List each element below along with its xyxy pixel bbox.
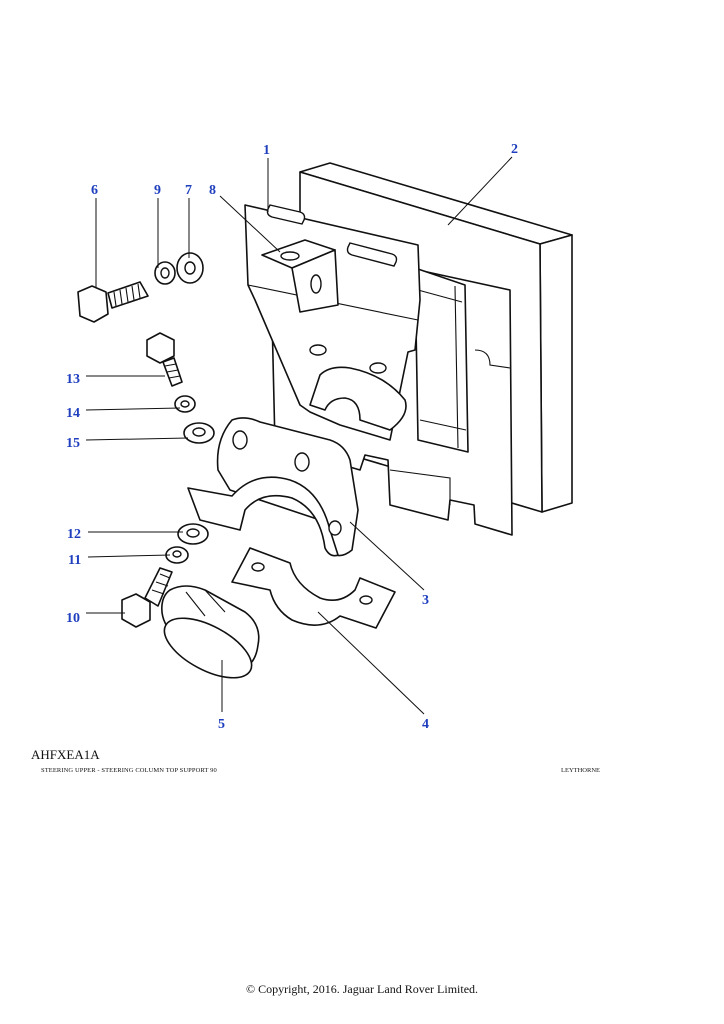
illustration-code: AHFXEA1A — [31, 747, 100, 762]
callout-1: 1 — [263, 143, 270, 158]
part-13-hex-bolt — [146, 332, 183, 387]
callout-4: 4 — [422, 717, 429, 732]
callout-8: 8 — [209, 183, 216, 198]
callout-15: 15 — [66, 436, 80, 451]
part-4-clamp-strap — [231, 547, 396, 629]
part-5-clamp-ring — [161, 585, 260, 679]
diagram-caption: STEERING UPPER - STEERING COLUMN TOP SUP… — [41, 767, 217, 774]
part-3-clamp-saddle — [187, 417, 359, 557]
callout-12: 12 — [67, 527, 81, 542]
part-9-spring-washer — [154, 261, 176, 285]
maker-label: LEYTHORNE — [561, 767, 600, 774]
callout-3: 3 — [422, 593, 429, 608]
copyright-notice: © Copyright, 2016. Jaguar Land Rover Lim… — [245, 982, 479, 996]
callout-6: 6 — [91, 183, 98, 198]
part-15-plain-washer — [183, 422, 215, 444]
part-6-hex-bolt — [77, 281, 149, 323]
part-14-spring-washer — [174, 395, 196, 413]
callout-13: 13 — [66, 372, 80, 387]
part-1-upper-bracket — [244, 204, 421, 441]
callout-14: 14 — [66, 406, 80, 421]
part-11-spring-washer — [165, 546, 189, 564]
callout-10: 10 — [66, 611, 80, 626]
callout-2: 2 — [511, 142, 518, 157]
callout-11: 11 — [68, 553, 81, 568]
callout-labels: 1 2 3 4 5 6 7 8 9 10 11 12 13 14 15 — [66, 142, 518, 732]
part-8-tab-bracket — [261, 239, 339, 313]
part-7-plain-washer — [176, 252, 204, 284]
callout-5: 5 — [218, 717, 225, 732]
part-12-plain-washer — [177, 523, 209, 545]
callout-7: 7 — [185, 183, 192, 198]
leader-lines — [85, 156, 513, 715]
part-10-hex-bolt — [121, 567, 173, 628]
callout-9: 9 — [154, 183, 161, 198]
